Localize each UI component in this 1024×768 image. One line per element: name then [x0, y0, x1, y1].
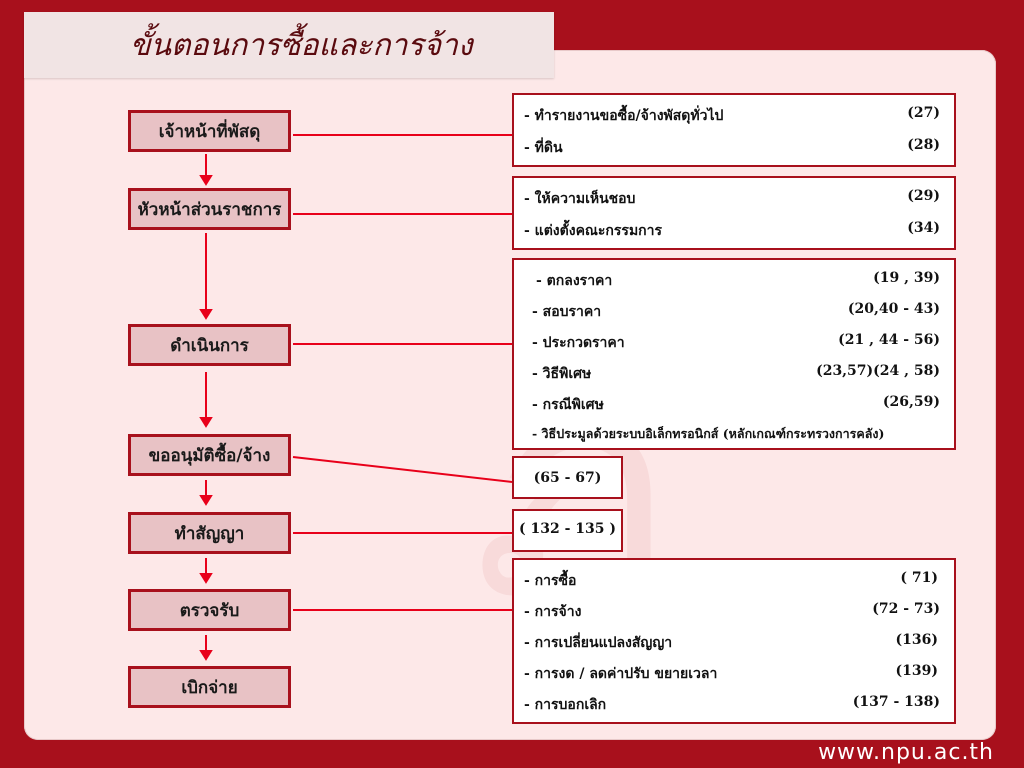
list-item: - วิธีประมูลด้วยระบบอิเล็กทรอนิกส์ (หลัก…	[532, 426, 885, 441]
step-proceed: ดำเนินการ	[128, 324, 291, 366]
step-request-approval: ขออนุมัติซื้อ/จ้าง	[128, 434, 291, 476]
list-item: - สอบราคา(20,40 - 43)	[532, 301, 940, 320]
connector-4	[292, 456, 513, 483]
step-supply-officer: เจ้าหน้าที่พัสดุ	[128, 110, 291, 152]
list-item: ( 132 - 135 )	[518, 521, 616, 537]
list-item: - ตกลงราคา(19 , 39)	[536, 270, 940, 289]
list-item: - การงด / ลดค่าปรับ ขยายเวลา(139)	[524, 663, 938, 682]
list-item: - ที่ดิน(28)	[524, 137, 940, 156]
list-item: - การซื้อ( 71)	[524, 570, 938, 589]
box-contract-ref: ( 132 - 135 )	[512, 509, 623, 552]
arrow-head	[199, 417, 213, 428]
list-item: - ให้ความเห็นชอบ(29)	[524, 188, 940, 207]
list-item: (65 - 67)	[533, 470, 602, 486]
box-methods: - ตกลงราคา(19 , 39) - สอบราคา(20,40 - 43…	[512, 258, 956, 450]
list-item: - กรณีพิเศษ(26,59)	[532, 394, 940, 413]
page-title: ขั้นตอนการซื้อและการจ้าง	[130, 28, 473, 63]
box-approval: - ให้ความเห็นชอบ(29) - แต่งตั้งคณะกรรมกา…	[512, 176, 956, 250]
list-item: - การบอกเลิก(137 - 138)	[524, 694, 940, 713]
step-contract: ทำสัญญา	[128, 512, 291, 554]
arrow-head	[199, 650, 213, 661]
box-report: - ทำรายงานขอซื้อ/จ้างพัสดุทั่วไป(27) - ท…	[512, 93, 956, 167]
title-bar	[24, 12, 554, 78]
footer-url: www.npu.ac.th	[818, 740, 994, 765]
step-disbursement: เบิกจ่าย	[128, 666, 291, 708]
box-inspection: - การซื้อ( 71) - การจ้าง(72 - 73) - การเ…	[512, 558, 956, 724]
list-item: - การจ้าง(72 - 73)	[524, 601, 940, 620]
list-item: - แต่งตั้งคณะกรรมการ(34)	[524, 220, 940, 239]
list-item: - ทำรายงานขอซื้อ/จ้างพัสดุทั่วไป(27)	[524, 105, 940, 124]
arrow-head	[199, 175, 213, 186]
arrow-head	[199, 573, 213, 584]
step-inspection: ตรวจรับ	[128, 589, 291, 631]
list-item: - การเปลี่ยนแปลงสัญญา(136)	[524, 632, 938, 651]
arrow-head	[199, 309, 213, 320]
list-item: - วิธีพิเศษ(23,57)(24 , 58)	[532, 363, 940, 382]
step-head-of-agency: หัวหน้าส่วนราชการ	[128, 188, 291, 230]
box-approval-ref: (65 - 67)	[512, 456, 623, 499]
list-item: - ประกวดราคา(21 , 44 - 56)	[532, 332, 940, 351]
arrow-head	[199, 495, 213, 506]
